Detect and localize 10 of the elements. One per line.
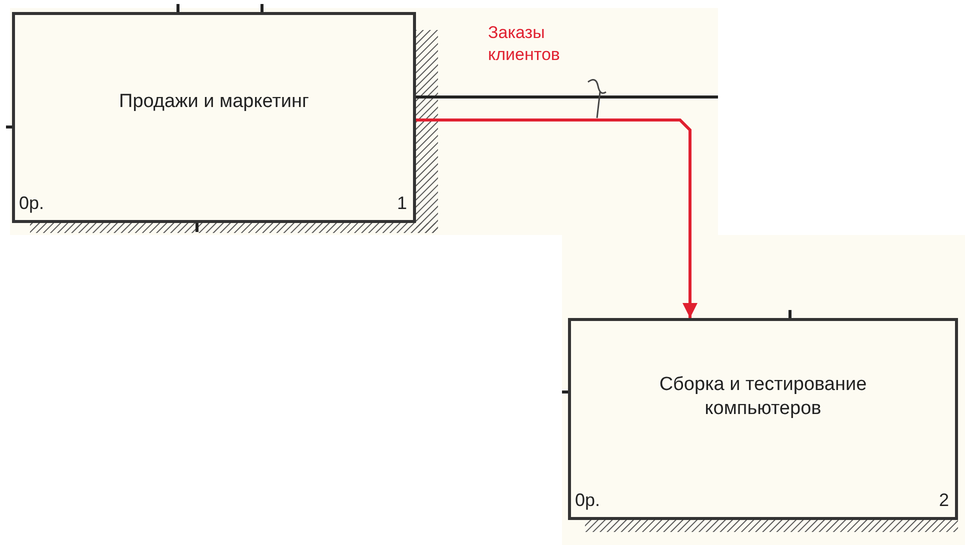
box-number: 1 bbox=[396, 193, 407, 214]
process-box bbox=[568, 318, 958, 520]
cost-label: 0р. bbox=[575, 490, 600, 511]
process-name: Сборка и тестирование компьютеров bbox=[658, 373, 868, 421]
box-number: 2 bbox=[938, 490, 949, 511]
connector-line bbox=[416, 96, 718, 98]
process-box bbox=[12, 12, 416, 223]
cost-label: 0р. bbox=[19, 193, 44, 214]
arrow bbox=[416, 118, 698, 318]
process-name: Продажи и маркетинг bbox=[118, 90, 310, 114]
